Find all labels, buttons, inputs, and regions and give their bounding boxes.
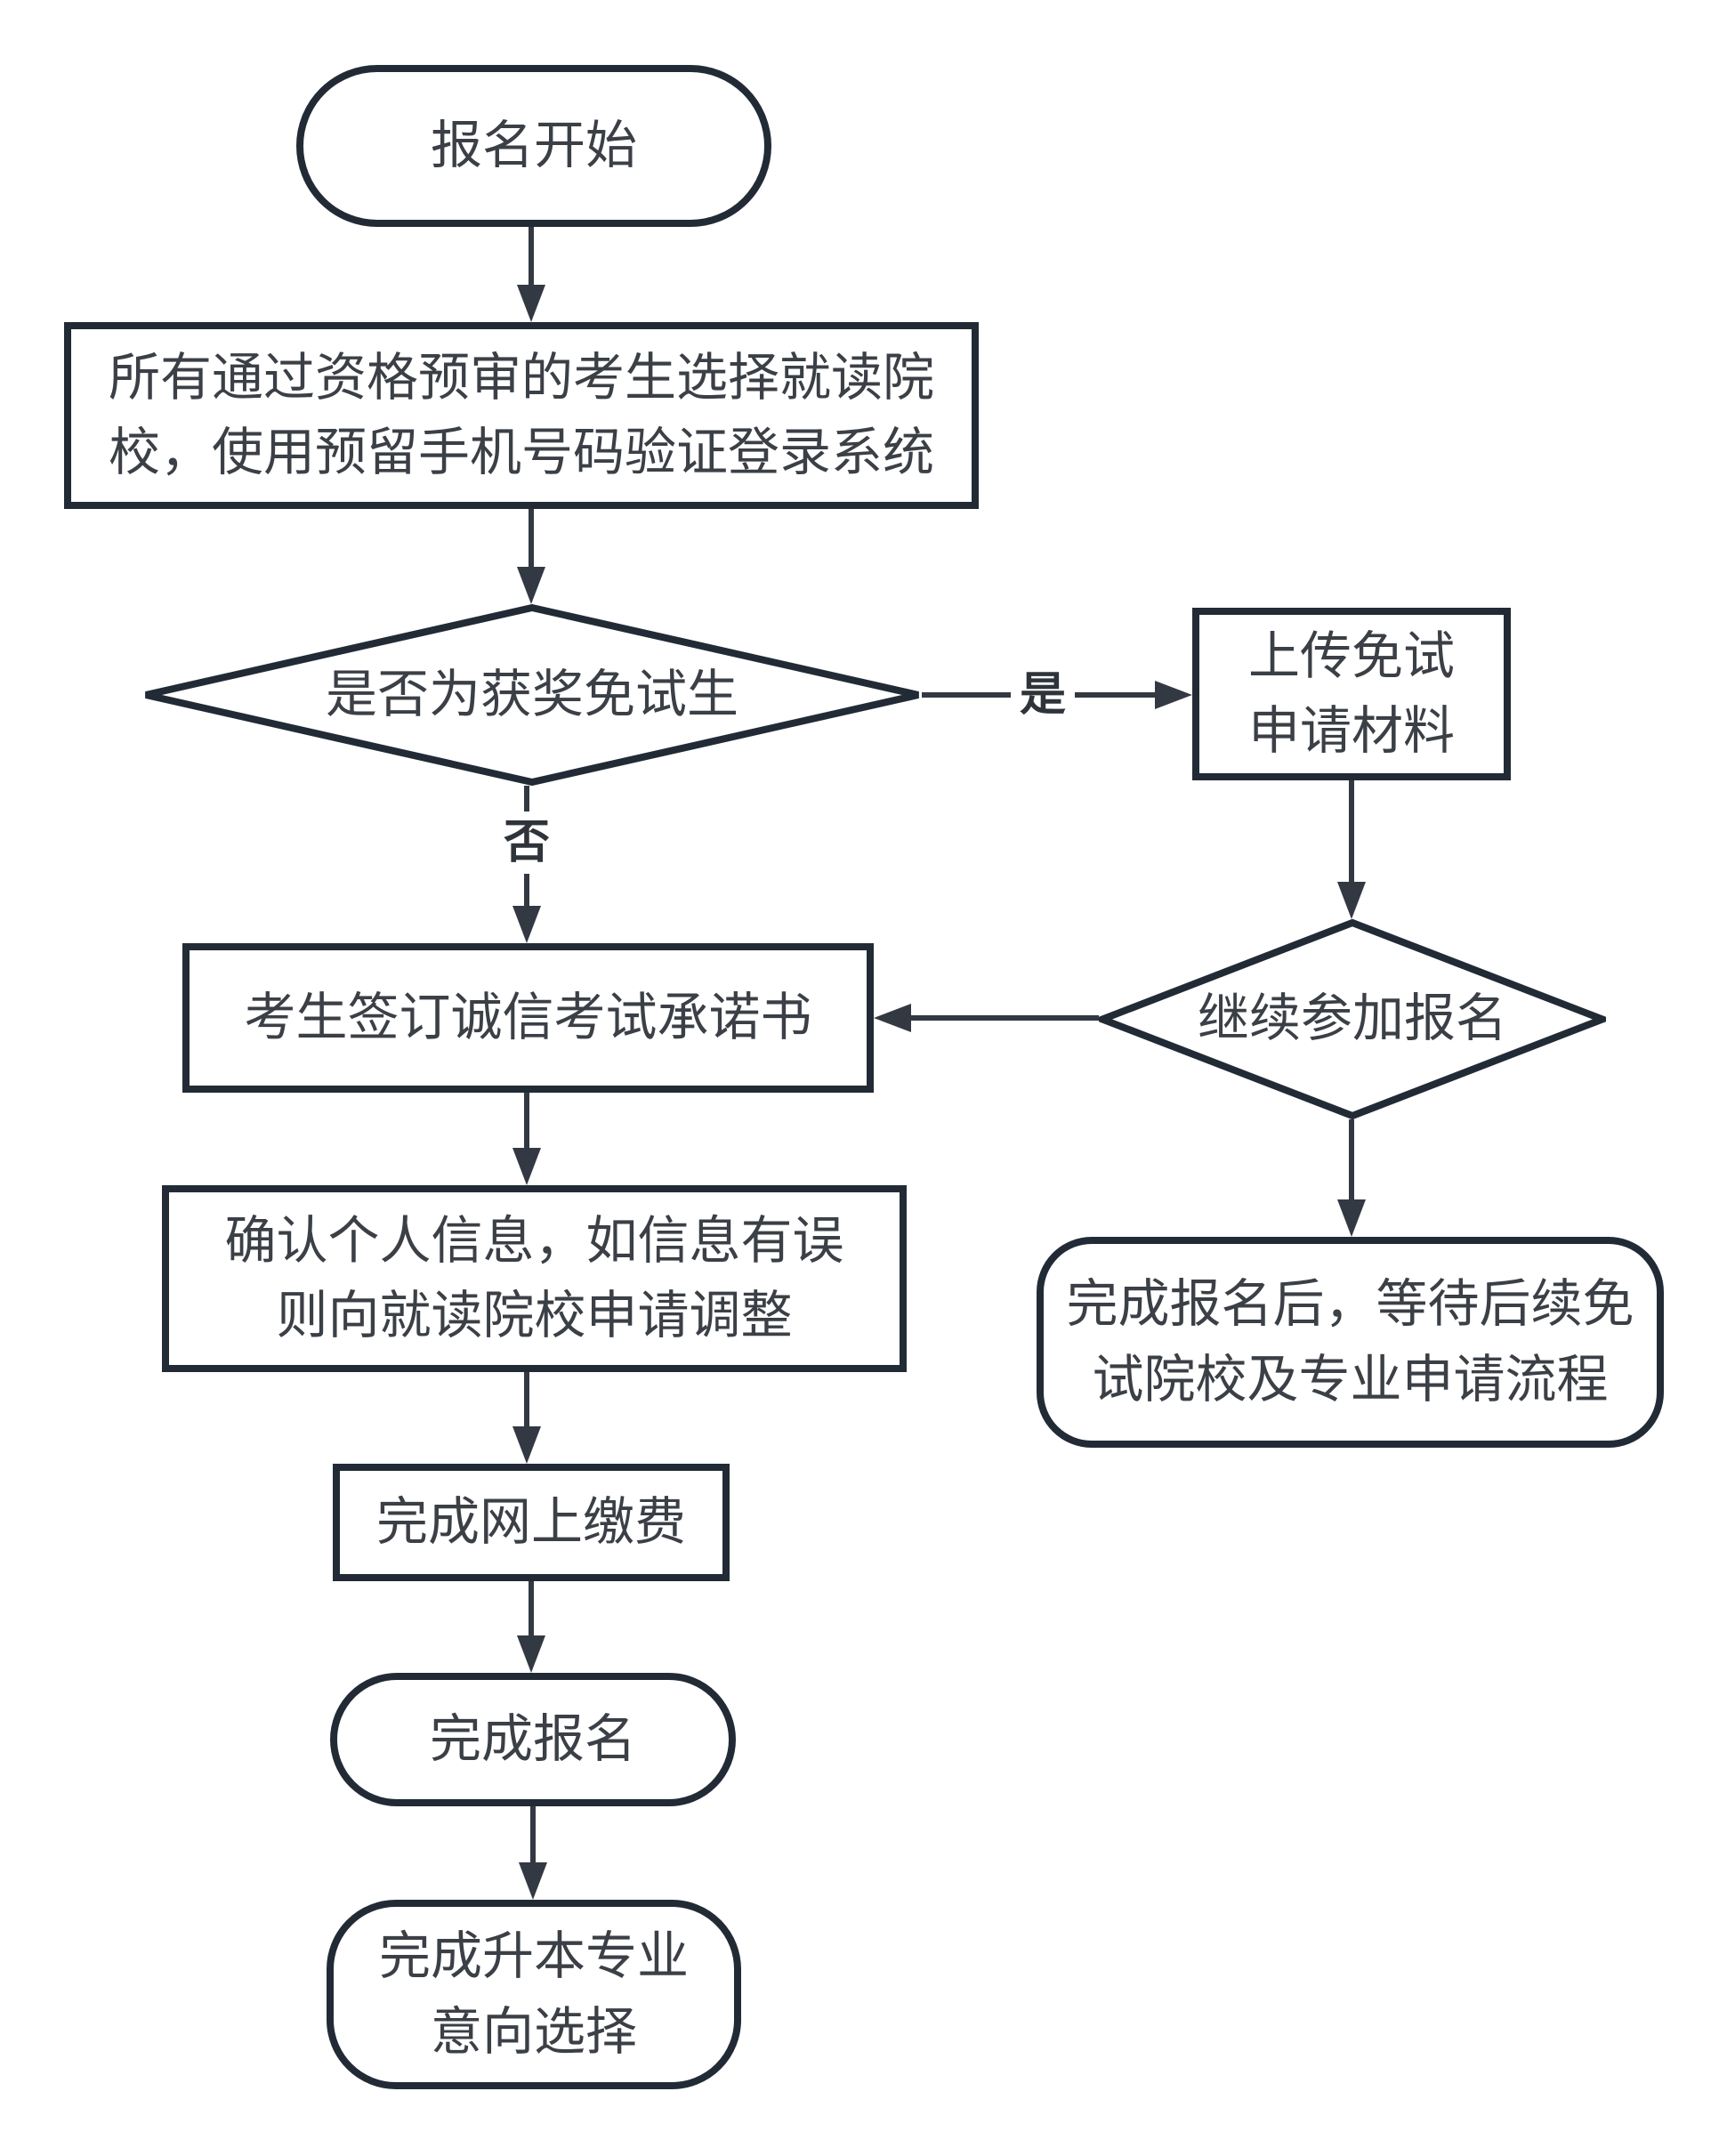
edge-label-yes: 是 xyxy=(1011,664,1076,727)
arrow-continue-to-wait-head xyxy=(1337,1199,1366,1237)
arrow-pay-to-finish-head xyxy=(517,1635,545,1673)
arrow-upload-to-continue-head xyxy=(1337,882,1366,919)
node-upload-materials-label: 上传免试 申请材料 xyxy=(1247,626,1455,760)
arrow-finish-to-major-line xyxy=(530,1806,536,1864)
arrow-pay-to-finish-line xyxy=(529,1581,534,1637)
arrow-continue-to-sign-line xyxy=(911,1015,1099,1021)
node-confirm-info-box: 确认个人信息，如信息有误 则向就读院校申请调整 xyxy=(162,1185,907,1372)
arrow-no-head xyxy=(512,906,541,943)
node-finish-registration-terminator: 完成报名 xyxy=(330,1673,736,1806)
arrow-start-to-login-line xyxy=(529,227,534,287)
node-exempt-decision-label: 是否为获奖免试生 xyxy=(325,665,738,723)
arrow-login-to-decision-head xyxy=(517,567,545,604)
arrow-confirm-to-pay-line xyxy=(524,1372,529,1428)
node-wait-exempt-label: 完成报名后，等待后续免 试院校及专业申请流程 xyxy=(1066,1275,1634,1409)
node-precheck-login-box: 所有通过资格预审的考生选择就读院 校，使用预留手机号码验证登录系统 xyxy=(64,322,979,509)
arrow-confirm-to-pay-head xyxy=(512,1426,541,1464)
node-start-label: 报名开始 xyxy=(430,116,637,174)
node-wait-exempt-terminator: 完成报名后，等待后续免 试院校及专业申请流程 xyxy=(1037,1237,1664,1448)
arrow-yes-head xyxy=(1155,681,1192,709)
node-pay-online-label: 完成网上缴费 xyxy=(375,1492,686,1551)
node-exempt-decision-diamond: 是否为获奖免试生 xyxy=(142,604,922,786)
edge-label-no: 否 xyxy=(495,812,560,875)
arrow-finish-to-major-head xyxy=(519,1862,547,1900)
node-continue-decision-diamond: 继续参加报名 xyxy=(1099,919,1606,1119)
arrow-continue-to-sign-head xyxy=(874,1004,911,1032)
node-pay-online-box: 完成网上缴费 xyxy=(333,1464,730,1581)
node-choose-major-terminator: 完成升本专业 意向选择 xyxy=(327,1900,741,2089)
node-precheck-login-label: 所有通过资格预审的考生选择就读院 校，使用预留手机号码验证登录系统 xyxy=(108,348,934,481)
diamond-shape xyxy=(1099,919,1606,1119)
arrow-sign-to-confirm-line xyxy=(524,1093,529,1150)
arrow-start-to-login-head xyxy=(517,285,545,322)
node-continue-decision-label: 继续参加报名 xyxy=(1197,989,1507,1048)
node-start-terminator: 报名开始 xyxy=(296,65,771,227)
arrow-upload-to-continue-line xyxy=(1349,780,1354,884)
node-upload-materials-box: 上传免试 申请材料 xyxy=(1192,608,1511,780)
node-finish-registration-label: 完成报名 xyxy=(429,1709,636,1768)
node-sign-commitment-box: 考生签订诚信考试承诺书 xyxy=(182,943,874,1093)
node-choose-major-label: 完成升本专业 意向选择 xyxy=(378,1927,689,2061)
node-confirm-info-label: 确认个人信息，如信息有误 则向就读院校申请调整 xyxy=(224,1211,844,1344)
arrow-login-to-decision-line xyxy=(529,509,534,569)
arrow-sign-to-confirm-head xyxy=(512,1148,541,1185)
arrow-continue-to-wait-line xyxy=(1349,1119,1354,1201)
diamond-shape xyxy=(145,604,919,786)
node-sign-commitment-label: 考生签订诚信考试承诺书 xyxy=(244,988,812,1046)
